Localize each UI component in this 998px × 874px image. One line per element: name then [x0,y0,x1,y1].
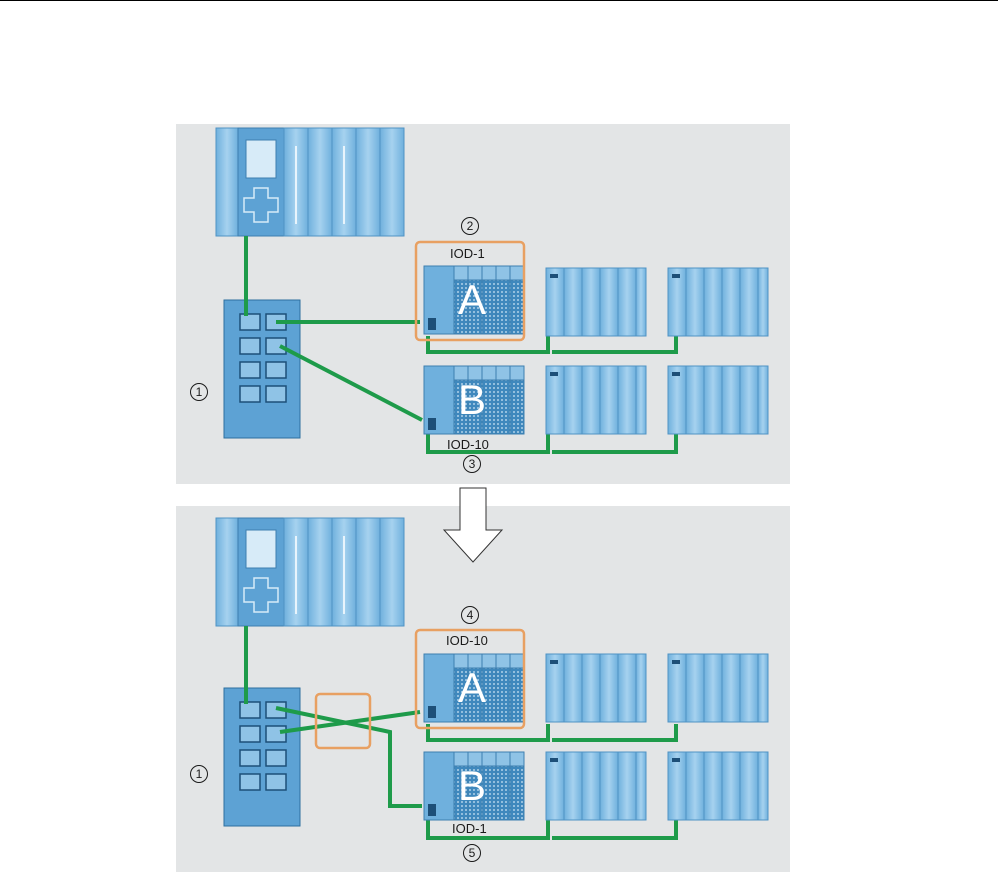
callout-number: 1 [196,385,203,399]
device-letter-b: B [458,762,486,809]
callout-number: 2 [467,219,474,233]
device-name-label: IOD-10 [446,633,488,648]
io-rail [546,366,646,434]
callout-number: 1 [196,767,203,781]
io-rail [668,268,768,336]
io-rail [668,366,768,434]
callout-number: 4 [467,608,474,622]
device-letter-a: A [458,276,486,323]
device-letter-b: B [458,376,486,423]
io-rail [546,752,646,820]
bottom-scenario: A B IOD-10 IOD-1 4 5 1 [191,518,769,862]
plc-controller [216,518,404,626]
device-name-label: IOD-10 [447,437,489,452]
arrow-down-icon [444,488,502,562]
device-name-label: IOD-1 [450,246,485,261]
device-name-label: IOD-1 [452,821,487,836]
plc-controller [216,128,404,236]
callout-number: 5 [469,846,476,860]
io-rail [546,654,646,722]
callout-number: 3 [469,457,476,471]
top-scenario: A B IOD-1 IOD-10 2 3 1 [191,128,769,473]
io-rail [668,654,768,722]
io-rail [668,752,768,820]
device-letter-a: A [458,664,486,711]
io-rail [546,268,646,336]
